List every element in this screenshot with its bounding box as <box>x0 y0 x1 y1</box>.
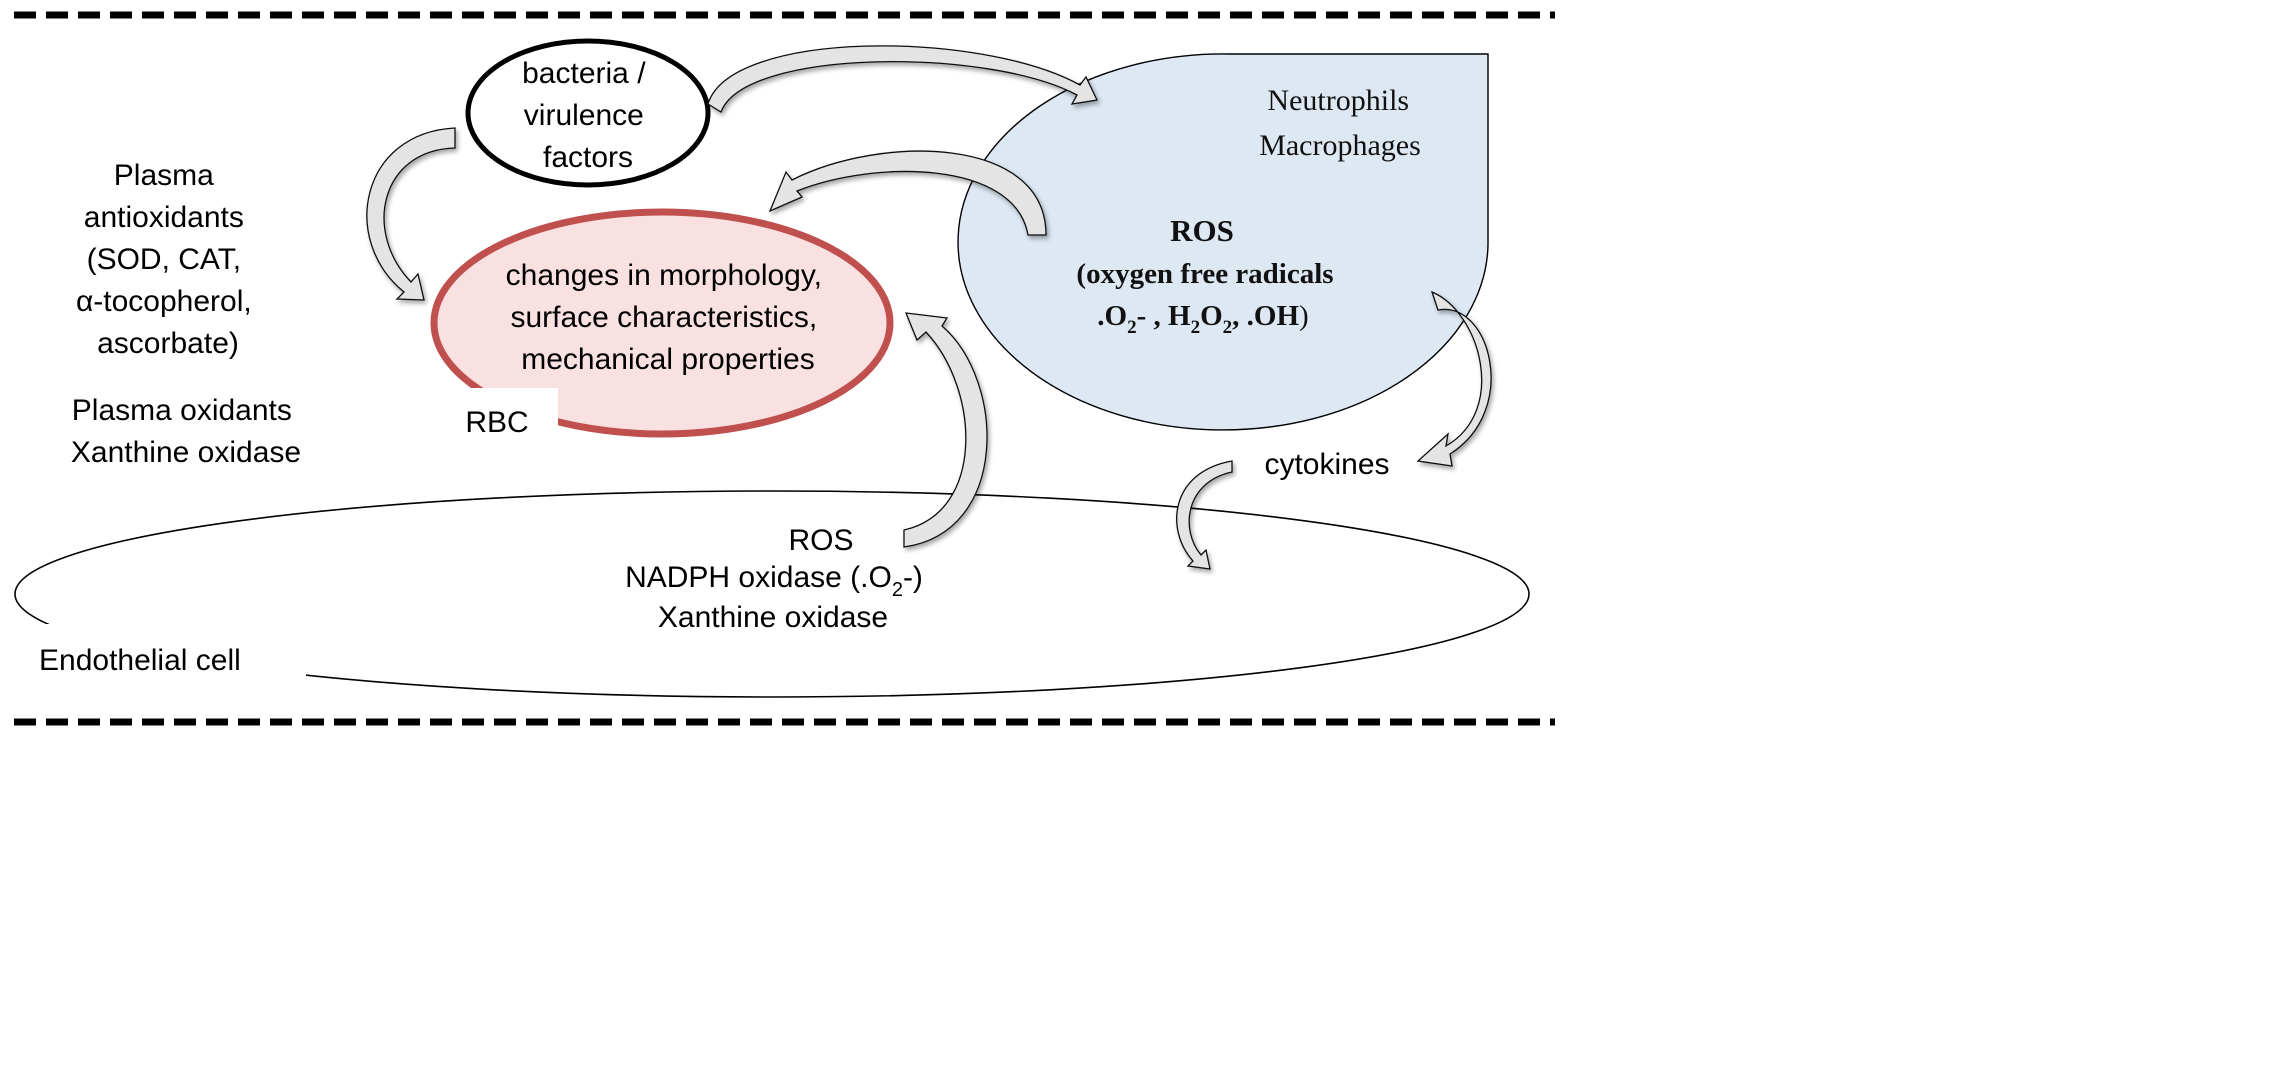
rbc-shape <box>430 208 894 438</box>
phagocyte-ros-subtitle: (oxygen free radicals <box>1076 258 1333 290</box>
neutrophils-macrophages-shape <box>957 53 1489 431</box>
phagocyte-ros-species: .O2- , H2O2, .OH) <box>1097 300 1308 338</box>
bacteria-label: bacteria / virulence factors <box>522 57 654 174</box>
arrow-ros-to-rbc <box>768 150 1047 236</box>
bacteria-shape <box>465 38 711 188</box>
arrow-bacteria-to-phagocytes <box>707 45 1098 113</box>
rbc-label: RBC <box>465 406 528 439</box>
plasma-oxidants-label: Plasma oxidants Xanthine oxidase <box>71 394 301 469</box>
endothelial-ros-label: ROS <box>788 524 853 557</box>
rbc-label-backdrop <box>440 388 558 450</box>
phagocyte-ros-title: ROS <box>1170 213 1234 248</box>
diagram-canvas: bacteria / virulence factors Neutrophils… <box>10 11 1555 726</box>
cytokines-label: cytokines <box>1264 448 1389 481</box>
endothelial-nadph-label: NADPH oxidase (.O2-) <box>625 561 923 601</box>
endothelial-label-backdrop <box>10 624 306 680</box>
arrow-endothelial-ros-to-rbc <box>903 312 988 548</box>
phagocytes-label: Neutrophils Macrophages <box>1259 84 1421 162</box>
endothelial-xanthine-label: Xanthine oxidase <box>658 601 888 634</box>
arrow-bacteria-to-rbc <box>366 127 456 301</box>
arrow-cytokines-to-endothelial <box>1176 460 1233 570</box>
endothelial-cell-label: Endothelial cell <box>39 644 241 677</box>
arrow-phagocytes-to-cytokines <box>1416 290 1492 467</box>
rbc-changes-label: changes in morphology, surface character… <box>506 259 831 376</box>
plasma-antioxidants-label: Plasma antioxidants (SOD, CAT, α-tocophe… <box>76 159 260 360</box>
endothelial-cell-shape <box>14 490 1530 698</box>
